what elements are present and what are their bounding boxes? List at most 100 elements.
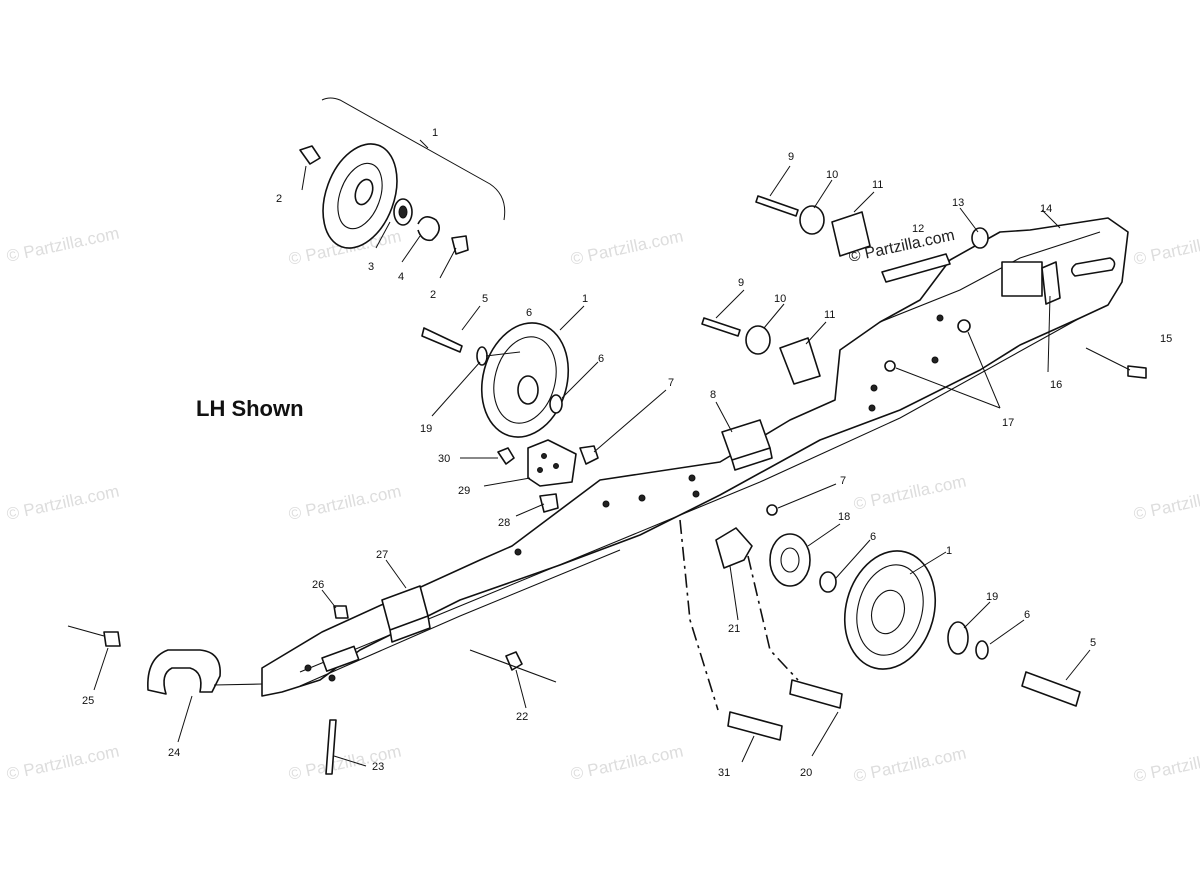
idler-wheel-assembly-top (299, 97, 506, 255)
callout-9b: 9 (738, 277, 744, 289)
bolt-5-top (421, 327, 463, 353)
washer-6 (819, 571, 837, 593)
roller-18 (769, 533, 811, 587)
washer-6 (975, 640, 989, 660)
callout-16: 16 (1050, 379, 1062, 391)
watermark: © Partzilla.com (5, 224, 121, 266)
watermark: © Partzilla.com (1132, 227, 1200, 269)
callout-29: 29 (458, 485, 470, 497)
watermark: © Partzilla.com (1132, 482, 1200, 524)
bracket-21 (715, 527, 753, 569)
bolt-head (299, 145, 321, 165)
callout-2b: 2 (430, 289, 436, 301)
idler-wheel-lower (843, 550, 1081, 707)
callout-4: 4 (398, 271, 404, 283)
callout-5b: 5 (1090, 637, 1096, 649)
callout-6d: 6 (1024, 609, 1030, 621)
callout-27: 27 (376, 549, 388, 561)
block-11 (831, 211, 871, 257)
plate-29 (527, 439, 577, 487)
nut-26 (333, 605, 349, 619)
callout-19b: 19 (986, 591, 998, 603)
callout-10b: 10 (774, 293, 786, 305)
callout-26: 26 (312, 579, 324, 591)
callout-19: 19 (420, 423, 432, 435)
nut-30 (497, 447, 515, 465)
callout-2: 2 (276, 193, 282, 205)
watermark: © Partzilla.com (569, 742, 685, 784)
spacer-10-lower (745, 325, 771, 355)
rail-end-slot (1070, 257, 1116, 277)
watermark: © Partzilla.com (287, 482, 403, 524)
callout-9: 9 (788, 151, 794, 163)
callout-21: 21 (728, 623, 740, 635)
cleat-8 (721, 419, 773, 471)
watermark: © Partzilla.com (852, 744, 968, 786)
callout-1b: 1 (582, 293, 588, 305)
rail-hook (147, 649, 221, 695)
watermark: © Partzilla.com (852, 472, 968, 514)
watermark: © Partzilla.com (287, 742, 403, 784)
callout-labels: 1 2 3 4 2 5 6 1 6 19 30 29 28 7 8 7 9 10… (82, 127, 1172, 779)
spacer-19 (947, 621, 969, 655)
bolt-head (451, 235, 469, 255)
callout-7: 7 (668, 377, 674, 389)
washer-6 (476, 346, 488, 366)
callout-12: 12 (912, 223, 924, 235)
callout-11: 11 (872, 179, 883, 191)
cleat-27 (381, 585, 431, 643)
callout-13: 13 (952, 197, 964, 209)
callout-6c: 6 (870, 531, 876, 543)
plug-15 (1127, 365, 1147, 379)
nut (766, 504, 778, 516)
callout-20: 20 (800, 767, 812, 779)
snap-ring (417, 216, 440, 242)
bolt-31 (727, 711, 783, 741)
callout-6b: 6 (598, 353, 604, 365)
idler-wheel-middle (421, 322, 570, 438)
callout-3: 3 (368, 261, 374, 273)
callout-14: 14 (1040, 203, 1052, 215)
bolt-20 (789, 679, 843, 709)
callout-8: 8 (710, 389, 716, 401)
watermark: © Partzilla.com (1132, 744, 1200, 786)
bolt-9 (755, 195, 799, 217)
callout-15: 15 (1160, 333, 1172, 345)
callout-7b: 7 (840, 475, 846, 487)
rivet (957, 319, 971, 333)
callout-28: 28 (498, 517, 510, 529)
screw-25 (103, 631, 121, 647)
bolt-9-lower (701, 317, 741, 337)
clip-bracket (1041, 261, 1061, 305)
pin-22 (505, 651, 523, 671)
nut-7 (579, 445, 599, 465)
spacer-10 (799, 205, 825, 235)
watermark: © Partzilla.com (5, 482, 121, 524)
callout-31: 31 (718, 767, 730, 779)
callout-11b: 11 (824, 309, 835, 321)
rivet (884, 360, 896, 372)
callout-5: 5 (482, 293, 488, 305)
bolt-5 (1021, 671, 1081, 707)
washer-6 (549, 394, 563, 414)
rail-slot (321, 645, 360, 672)
watermark: © Partzilla.com (5, 742, 121, 784)
callout-18: 18 (838, 511, 850, 523)
watermark: © Partzilla.com (569, 227, 685, 269)
callout-1: 1 (432, 127, 438, 139)
callout-22: 22 (516, 711, 528, 723)
screw-23 (325, 719, 337, 775)
callout-25: 25 (82, 695, 94, 707)
callout-23: 23 (372, 761, 384, 773)
callout-1c: 1 (946, 545, 952, 557)
callout-6: 6 (526, 307, 532, 319)
nut-28 (539, 493, 559, 513)
leader-lines (93, 165, 1131, 767)
bolt-12 (881, 253, 951, 283)
block-11-lower (779, 337, 821, 385)
callout-17: 17 (1002, 417, 1014, 429)
diagram-title: LH Shown (196, 396, 304, 421)
nut-13 (971, 227, 989, 249)
callout-10: 10 (826, 169, 838, 181)
